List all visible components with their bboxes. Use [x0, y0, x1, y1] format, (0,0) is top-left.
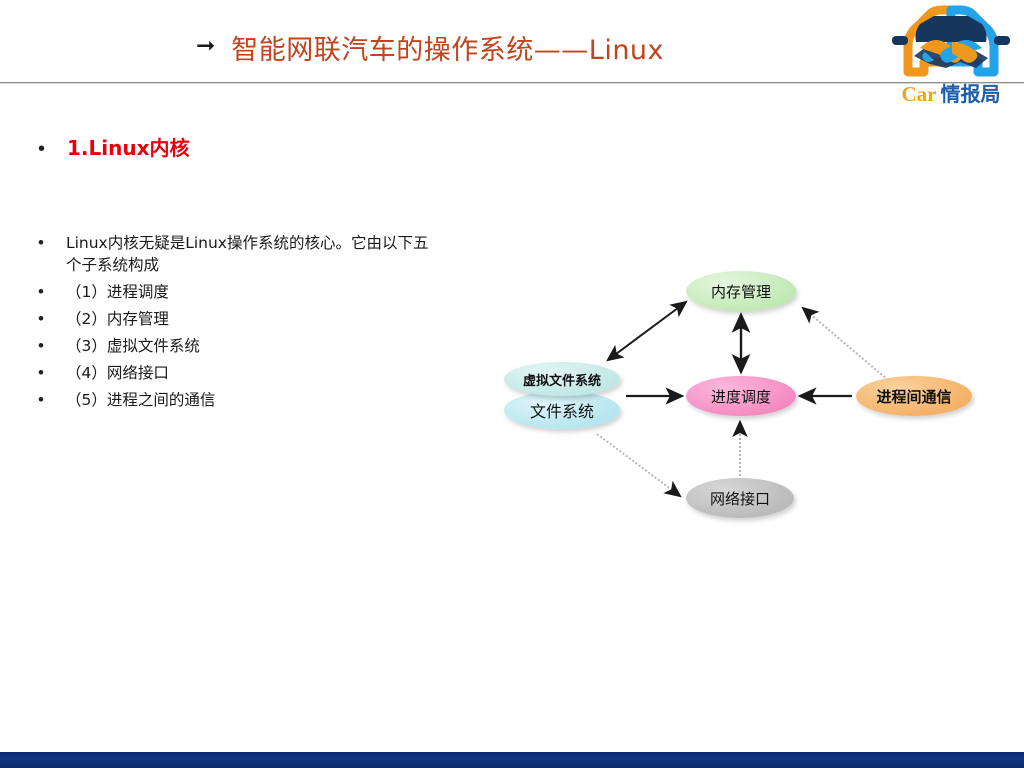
diagram-node-network: 网络接口 [686, 478, 794, 518]
list-item-label: （5）进程之间的通信 [65, 391, 216, 409]
diagram-node-vfs: 虚拟文件系统 [504, 362, 620, 396]
list-item: • （3）虚拟文件系统 [38, 335, 478, 357]
bullet-marker: • [38, 138, 46, 160]
diagram-node-label: 进度调度 [710, 387, 771, 406]
list-item-label: （2）内存管理 [65, 310, 169, 328]
page-title: 智能网联汽车的操作系统——Linux [231, 35, 665, 66]
diagram-node-label: 内存管理 [710, 282, 771, 301]
edge-filesystem-network [596, 433, 682, 498]
list-item-label: （1）进程调度 [65, 283, 169, 301]
bullet-marker: • [38, 282, 44, 301]
linux-kernel-subsystem-diagram: 内存管理 进度调度 进程间通信 网络接口 文件系统 虚拟文件系统 [490, 258, 1010, 533]
diagram-node-filesystem: 文件系统 [504, 391, 620, 429]
bullet-marker: • [38, 233, 44, 252]
list-item: • （5）进程之间的通信 [38, 389, 478, 411]
arrow-right-icon: ➞ [196, 32, 216, 58]
slide-title-row: ➞ 智能网联汽车的操作系统——Linux [196, 28, 664, 67]
diagram-node-scheduler: 进度调度 [686, 376, 796, 416]
brand-name-latin: Car [901, 82, 937, 106]
bullet-marker: • [38, 309, 44, 328]
list-item-label: Linux内核无疑是Linux操作系统的核心。它由以下五个子系统构成 [65, 234, 429, 274]
list-item: • （2）内存管理 [38, 308, 478, 330]
edge-ipc-memory [801, 306, 889, 381]
diagram-node-ipc: 进程间通信 [856, 376, 972, 416]
footer-bar [0, 752, 1024, 768]
brand-name-cn: 情报局 [940, 82, 1001, 106]
diagram-node-label: 网络接口 [709, 489, 770, 508]
diagram-node-memory: 内存管理 [686, 271, 796, 311]
list-item: • Linux内核无疑是Linux操作系统的核心。它由以下五个子系统构成 [38, 232, 478, 276]
list-item: • （1）进程调度 [38, 281, 478, 303]
diagram-node-label: 文件系统 [529, 402, 594, 421]
list-item-label: （4）网络接口 [65, 364, 169, 382]
bullet-marker: • [38, 336, 44, 355]
section-heading: • 1.Linux内核 [38, 132, 190, 161]
list-item-label: （3）虚拟文件系统 [65, 337, 200, 355]
edge-vfs-memory [606, 300, 688, 362]
section-heading-label: 1.Linux内核 [67, 136, 190, 160]
bullet-list: • Linux内核无疑是Linux操作系统的核心。它由以下五个子系统构成 • （… [38, 232, 478, 416]
diagram-node-label: 虚拟文件系统 [522, 373, 601, 389]
diagram-node-label: 进程间通信 [876, 387, 952, 406]
bullet-marker: • [38, 363, 44, 382]
diagram-edges [596, 300, 889, 498]
bullet-marker: • [38, 390, 44, 409]
car-handshake-logo-icon [892, 5, 1010, 77]
list-item: • （4）网络接口 [38, 362, 478, 384]
header-divider [0, 82, 1024, 84]
